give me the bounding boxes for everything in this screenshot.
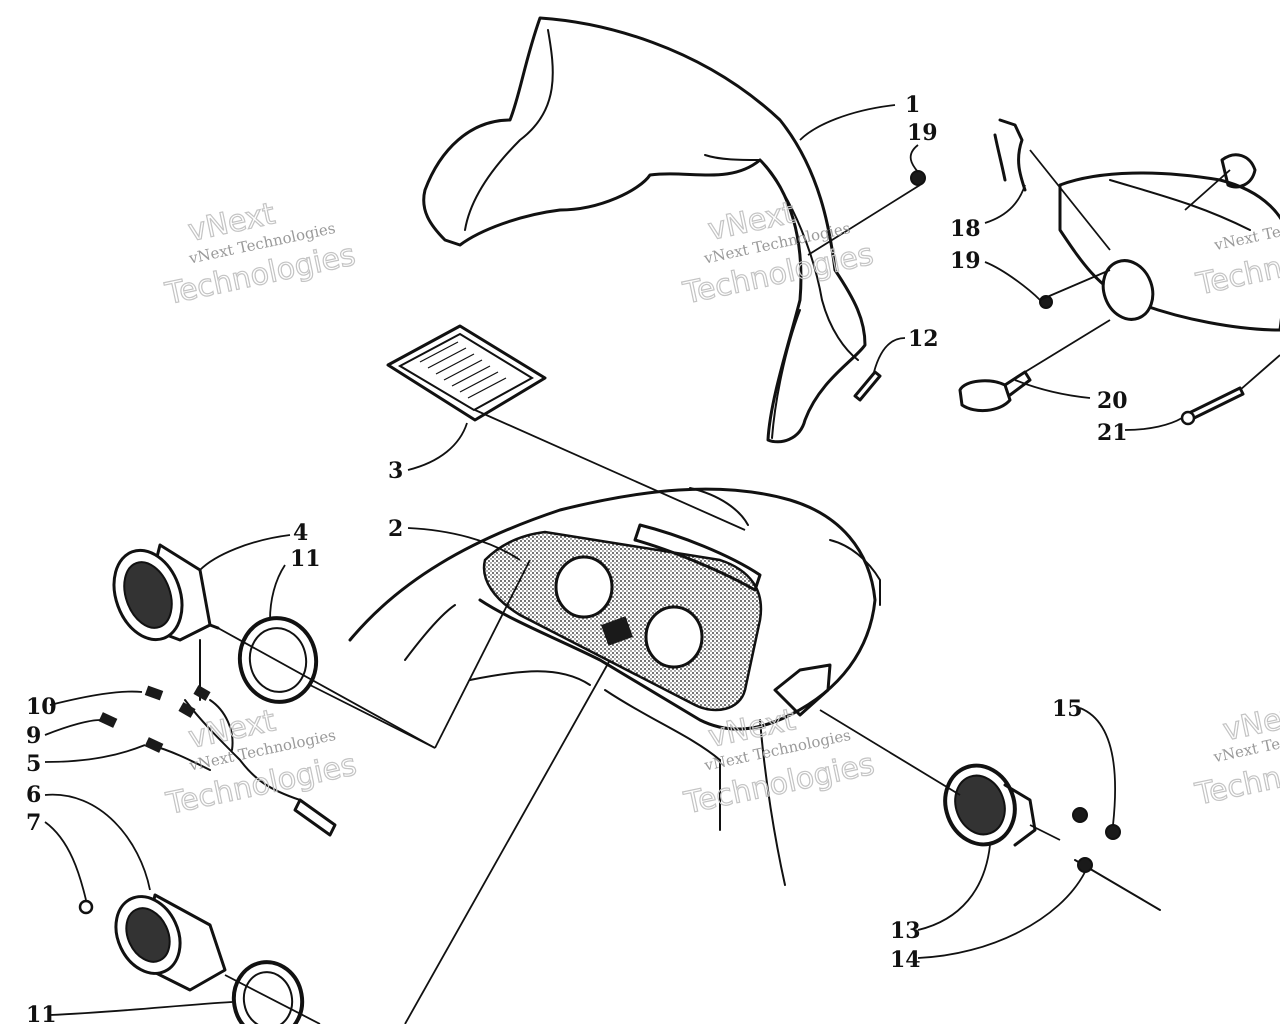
callout-14: 14 [890, 947, 921, 973]
callout-13: 13 [890, 918, 921, 944]
callout-3: 3 [388, 458, 403, 484]
gauge-part-4[interactable] [102, 541, 220, 649]
callout-6: 6 [26, 782, 41, 808]
wiring-harness[interactable] [98, 639, 337, 837]
callout-2: 2 [388, 516, 403, 542]
watermark-left-top: vNext vNext Technologies Technologies [161, 196, 359, 313]
bulb-socket-part-20[interactable] [958, 370, 1032, 413]
watermark-right-bottom: vNext vNext Technologies Technologies [1191, 695, 1280, 813]
callout-4: 4 [293, 520, 308, 546]
callout-18: 18 [950, 216, 981, 242]
housing-part-13[interactable] [934, 756, 1037, 854]
callout-labels: 1 19 18 19 12 20 21 3 2 4 11 10 9 5 6 7 … [26, 92, 1128, 1024]
callout-20: 20 [1097, 388, 1128, 414]
bezel-part-11-upper[interactable] [233, 612, 322, 708]
nut-part-15[interactable] [1072, 807, 1121, 840]
callout-19-lower: 19 [950, 248, 981, 274]
screw-part-21[interactable] [1180, 386, 1245, 426]
callout-11-upper: 11 [290, 546, 321, 572]
callout-5: 5 [26, 751, 41, 777]
callout-leaders [44, 104, 1183, 1016]
callout-12: 12 [908, 326, 939, 352]
decal-part-3[interactable] [386, 324, 547, 422]
headlight-housing[interactable] [1058, 153, 1280, 332]
windshield-part[interactable] [422, 16, 867, 444]
bracket-part-18[interactable] [993, 118, 1027, 192]
gauge-part-6[interactable] [104, 886, 227, 992]
watermark-center-top: vNext vNext Technologies Technologies [679, 195, 877, 312]
watermark-right-top: Technologies vNext Technologies [1192, 206, 1280, 304]
callout-1: 1 [905, 92, 920, 118]
callout-9: 9 [26, 723, 41, 749]
callout-10: 10 [26, 694, 57, 720]
watermark-left-bottom: vNext vNext Technologies Technologies [162, 703, 360, 823]
callout-19-upper: 19 [907, 120, 938, 146]
bulb-part-7[interactable] [78, 899, 94, 915]
assembly-lines [217, 149, 1280, 1024]
callout-7: 7 [26, 810, 41, 836]
nut-part-19[interactable] [910, 170, 926, 186]
bezel-part-11-lower[interactable] [228, 957, 308, 1024]
callout-21: 21 [1097, 420, 1128, 446]
cable-part-14[interactable] [1074, 857, 1161, 911]
watermark-small: vNext Technologies [1212, 206, 1280, 255]
callout-11-lower: 11 [26, 1002, 57, 1024]
callout-15: 15 [1052, 696, 1083, 722]
bolt-part-12[interactable] [853, 370, 882, 402]
dash-console-part-2[interactable] [348, 487, 881, 886]
